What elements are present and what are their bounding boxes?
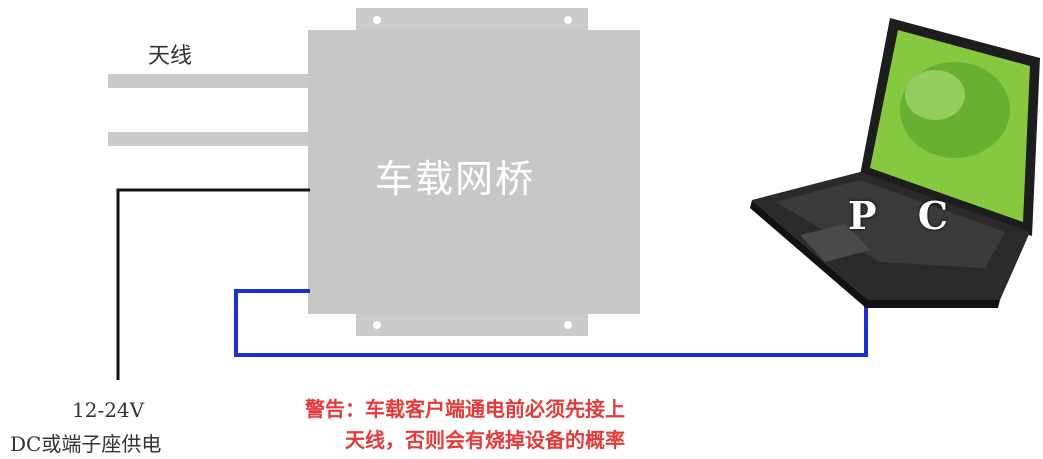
pc-label: P C: [848, 193, 963, 238]
laptop: [750, 18, 1040, 308]
screen-tree-highlight: [905, 70, 965, 120]
antenna-bar-2: [108, 132, 308, 146]
warning-line-2: 天线，否则会有烧掉设备的概率: [345, 428, 625, 452]
power-cable: [116, 188, 310, 380]
bridge-body: [308, 30, 640, 314]
power-supply-label: DC或端子座供电: [10, 432, 162, 456]
warning-line-1: 警告：车载客户端通电前必须先接上: [305, 397, 625, 421]
mount-hole: [373, 16, 381, 24]
power-voltage-label: 12-24V: [72, 398, 145, 422]
mount-hole: [373, 321, 381, 329]
mount-flange-top: [356, 8, 588, 34]
mount-hole: [564, 321, 572, 329]
mount-hole: [564, 16, 572, 24]
antenna-label: 天线: [148, 44, 193, 69]
laptop-keyboard: [775, 180, 1005, 268]
bridge-label: 车载网桥: [375, 157, 536, 201]
laptop-touchpad: [800, 224, 870, 262]
bridge-device: [308, 8, 640, 336]
antenna-bar-1: [108, 74, 308, 88]
network-cable: [234, 283, 868, 357]
mount-flange-bottom: [356, 312, 588, 336]
